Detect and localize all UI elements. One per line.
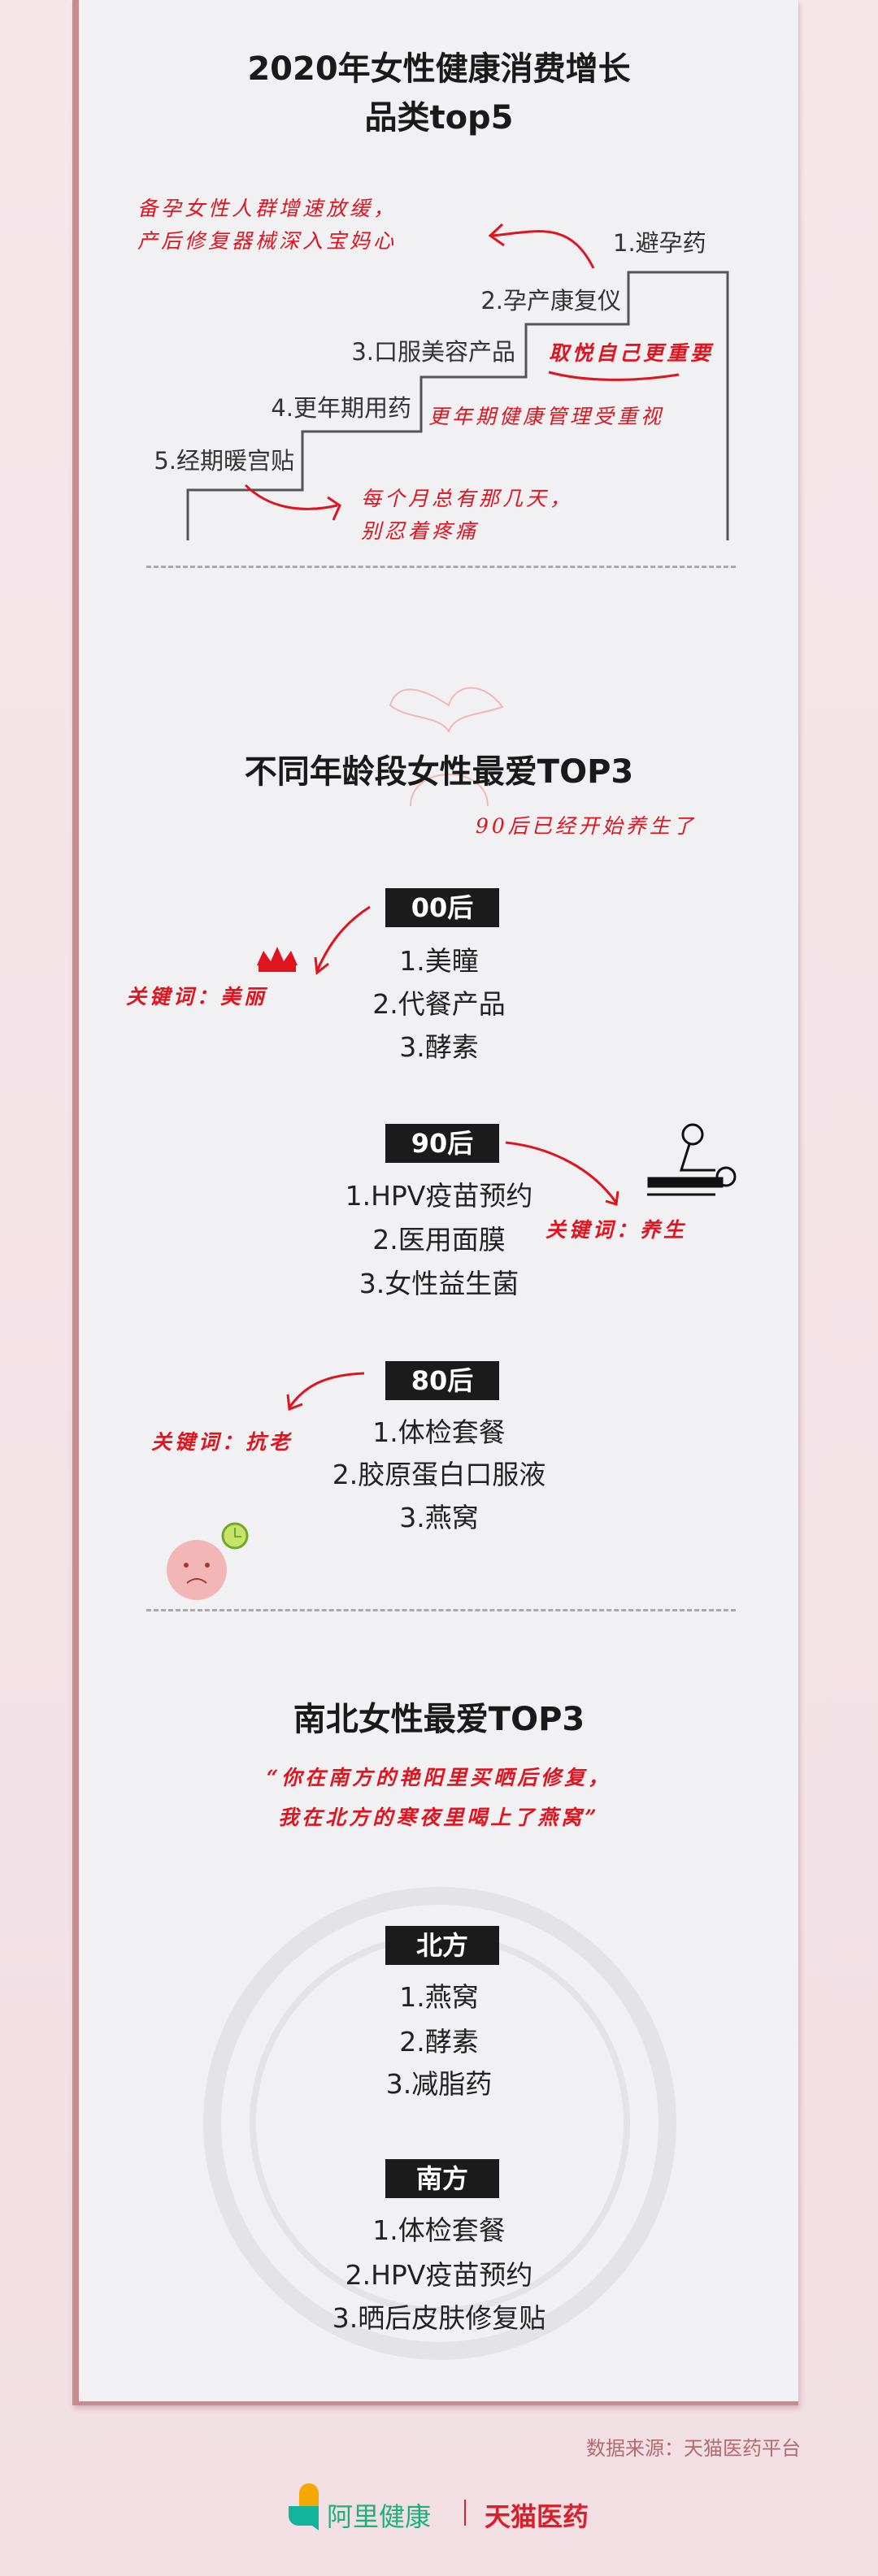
arrow-icon xyxy=(488,223,595,269)
list-item: 3.减脂药 xyxy=(385,2068,493,2100)
keyword-annotation: 关键词：养生 xyxy=(545,1218,688,1242)
quote-line: “你在南方的艳阳里买晒后修复， xyxy=(266,1766,612,1789)
sad-face-icon xyxy=(167,1540,227,1600)
step-label: 4.更年期用药 xyxy=(271,394,411,422)
annotation: 每个月总有那几天， xyxy=(361,487,574,510)
section1-subtitle: 品类top5 xyxy=(364,99,514,137)
step-label: 2.孕产康复仪 xyxy=(480,287,621,314)
list-item: 3.酵素 xyxy=(399,1031,479,1063)
step-label: 3.口服美容产品 xyxy=(351,338,515,366)
list-item: 1.体检套餐 xyxy=(372,2214,506,2246)
content-card xyxy=(72,0,798,2405)
underline-squiggle xyxy=(548,371,680,381)
age-badge-00: 00后 xyxy=(385,888,499,927)
arrow-icon xyxy=(505,1141,619,1206)
annotation: 90后已经开始养生了 xyxy=(476,814,697,838)
list-item: 3.燕窝 xyxy=(399,1502,479,1533)
list-item: 2.HPV疫苗预约 xyxy=(345,2259,533,2291)
region-badge-south: 南方 xyxy=(385,2159,499,2198)
keyword-annotation: 关键词：抗老 xyxy=(151,1430,293,1454)
data-source: 数据来源：天猫医药平台 xyxy=(586,2437,801,2460)
age-badge-90: 90后 xyxy=(385,1124,499,1163)
flourish-icon xyxy=(389,687,504,807)
massage-icon xyxy=(647,1123,737,1196)
age-badge-80: 80后 xyxy=(385,1361,499,1400)
brand-alihealth: 阿里健康 xyxy=(327,2501,432,2532)
arrow-icon xyxy=(244,484,341,521)
section3-title: 南北女性最爱TOP3 xyxy=(293,1701,585,1738)
brand-tmall-pharmacy: 天猫医药 xyxy=(485,2501,589,2532)
quote-line: 我在北方的寒夜里喝上了燕窝” xyxy=(278,1806,600,1829)
arrow-icon xyxy=(314,905,371,975)
list-item: 2.胶原蛋白口服液 xyxy=(332,1459,546,1490)
list-item: 2.医用面膜 xyxy=(372,1224,506,1255)
section2-title: 不同年龄段女性最爱TOP3 xyxy=(244,753,634,791)
annotation: 备孕女性人群增速放缓， xyxy=(137,197,398,220)
step-label: 5.经期暖宫贴 xyxy=(154,447,294,475)
step-label: 1.避孕药 xyxy=(613,229,706,257)
section1-title: 2020年女性健康消费增长 xyxy=(247,50,631,88)
list-item: 3.女性益生菌 xyxy=(359,1268,519,1299)
region-badge-north: 北方 xyxy=(385,1926,499,1965)
list-item: 2.代餐产品 xyxy=(372,988,506,1020)
list-item: 1.HPV疫苗预约 xyxy=(345,1180,533,1212)
list-item: 1.体检套餐 xyxy=(372,1416,506,1448)
stairs-outline xyxy=(186,271,729,540)
clock-icon xyxy=(221,1522,249,1550)
divider xyxy=(146,566,736,568)
annotation: 取悦自己更重要 xyxy=(549,341,715,365)
divider xyxy=(146,1609,736,1611)
logo-icon xyxy=(289,2483,319,2530)
list-item: 2.酵素 xyxy=(399,2026,479,2058)
list-item: 1.美瞳 xyxy=(399,945,479,977)
list-item: 3.晒后皮肤修复贴 xyxy=(332,2302,546,2334)
annotation: 别忍着疼痛 xyxy=(361,519,480,543)
crown-icon xyxy=(257,947,298,972)
annotation: 更年期健康管理受重视 xyxy=(428,405,665,428)
annotation: 产后修复器械深入宝妈心 xyxy=(137,229,398,253)
keyword-annotation: 关键词：美丽 xyxy=(126,985,268,1008)
arrow-icon xyxy=(286,1372,365,1412)
list-item: 1.燕窝 xyxy=(399,1981,479,2013)
